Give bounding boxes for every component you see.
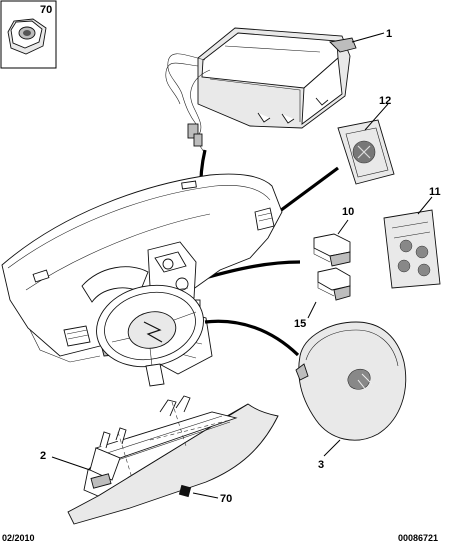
nut-70-bottom [178, 484, 192, 498]
footer-reference: 00086721 [398, 533, 438, 543]
label-12 [337, 119, 395, 185]
callout-3: 3 [318, 459, 324, 471]
callout-70-top: 70 [40, 4, 52, 16]
callout-1: 1 [386, 28, 392, 40]
driver-airbag [295, 321, 407, 441]
connector-15 [317, 267, 351, 301]
callout-12: 12 [379, 95, 391, 107]
callout-70-bottom: 70 [220, 493, 232, 505]
callout-15: 15 [294, 318, 306, 330]
callout-10: 10 [342, 206, 354, 218]
callout-2: 2 [40, 450, 46, 462]
steering-wheel [96, 284, 204, 387]
connector-10 [313, 233, 351, 267]
callout-11: 11 [429, 186, 441, 198]
nut-inset [0, 0, 57, 69]
knee-airbag-trim [67, 395, 279, 525]
passenger-airbag-module [165, 27, 357, 153]
footer-date: 02/2010 [2, 533, 35, 543]
label-11 [383, 209, 441, 289]
